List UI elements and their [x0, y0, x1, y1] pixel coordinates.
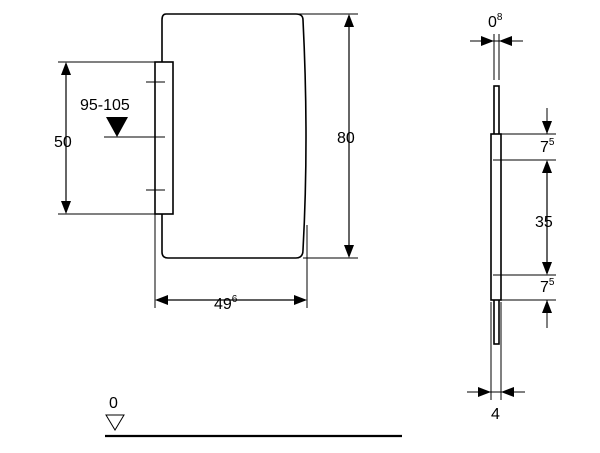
- dim-49-sup: 6: [232, 294, 238, 305]
- dim-75-bottom-main: 7: [540, 279, 549, 296]
- dim-4-arrow-left: [478, 387, 491, 397]
- dim-08-label: 08: [488, 12, 503, 31]
- dim-4-arrow-right: [501, 387, 514, 397]
- front-panel-outline: [161, 13, 307, 259]
- dim-range-label: 95-105: [80, 97, 130, 114]
- dim-75-bottom-label: 75: [540, 277, 555, 296]
- dim-75-top-main: 7: [540, 139, 549, 156]
- front-view: 50 95-105 80 496: [54, 13, 358, 313]
- dim-50-arrow-bottom: [61, 201, 71, 214]
- dim-08-arrow-right: [499, 36, 512, 46]
- dim-08-main: 0: [488, 14, 497, 31]
- dim-4-label: 4: [491, 406, 500, 423]
- dim-80-label: 80: [337, 130, 355, 147]
- floor-level-label: 0: [109, 395, 118, 412]
- side-bracket: [490, 133, 502, 301]
- mounting-bracket: [154, 61, 174, 215]
- dim-80-arrow-top: [344, 14, 354, 27]
- dim-35-label: 35: [535, 214, 553, 231]
- dim-75-bottom-sup: 5: [549, 277, 555, 288]
- dim-75-top-label: 75: [540, 137, 555, 156]
- dim-35-arrow-down: [542, 262, 552, 275]
- dim-75-top-arrow-down: [542, 121, 552, 134]
- dim-50-arrow-top: [61, 62, 71, 75]
- floor-level-triangle: [105, 414, 125, 431]
- dim-50-label: 50: [54, 134, 72, 151]
- dim-49-main: 49: [214, 296, 232, 313]
- dim-49-label: 496: [214, 294, 238, 313]
- dim-08-sup: 8: [497, 12, 503, 23]
- dim-08-arrow-left: [481, 36, 494, 46]
- floor-reference: 0: [105, 395, 402, 438]
- height-marker-triangle: [106, 117, 128, 137]
- dim-49-arrow-right: [294, 295, 307, 305]
- dim-49-arrow-left: [155, 295, 168, 305]
- side-view: 08 75 35 75 4: [467, 12, 556, 423]
- dim-80-arrow-bottom: [344, 245, 354, 258]
- dim-75-top-sup: 5: [549, 137, 555, 148]
